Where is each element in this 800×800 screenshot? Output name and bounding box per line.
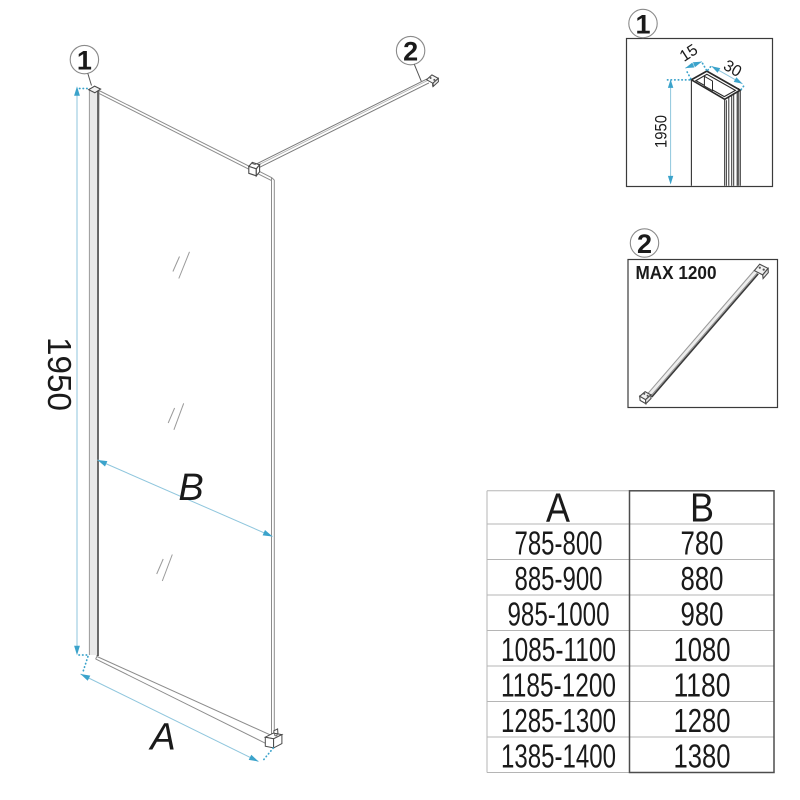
svg-text:30: 30 (720, 57, 744, 81)
svg-text:MAX 1200: MAX 1200 (636, 263, 717, 283)
svg-text:2: 2 (637, 229, 652, 259)
svg-text:1385-1400: 1385-1400 (501, 738, 616, 775)
svg-text:885-900: 885-900 (515, 560, 603, 597)
svg-text:780: 780 (681, 525, 724, 562)
svg-text:1950: 1950 (651, 115, 670, 148)
svg-text:A: A (546, 485, 571, 531)
svg-text:985-1000: 985-1000 (508, 596, 610, 633)
svg-text:B: B (690, 485, 714, 531)
svg-text:1: 1 (77, 46, 92, 76)
svg-text:1280: 1280 (674, 702, 731, 739)
svg-text:785-800: 785-800 (515, 525, 603, 562)
svg-text:880: 880 (681, 560, 724, 597)
svg-text:B: B (178, 467, 203, 509)
svg-text:1080: 1080 (674, 631, 731, 668)
svg-text:980: 980 (681, 596, 724, 633)
svg-text:A: A (148, 717, 175, 759)
svg-text:2: 2 (403, 37, 418, 67)
svg-text:1185-1200: 1185-1200 (501, 667, 616, 704)
svg-text:1285-1300: 1285-1300 (501, 702, 616, 739)
svg-text:1950: 1950 (40, 337, 77, 411)
svg-text:1180: 1180 (674, 667, 731, 704)
svg-text:1380: 1380 (674, 738, 731, 775)
svg-text:1085-1100: 1085-1100 (501, 631, 616, 668)
svg-text:1: 1 (635, 10, 650, 40)
